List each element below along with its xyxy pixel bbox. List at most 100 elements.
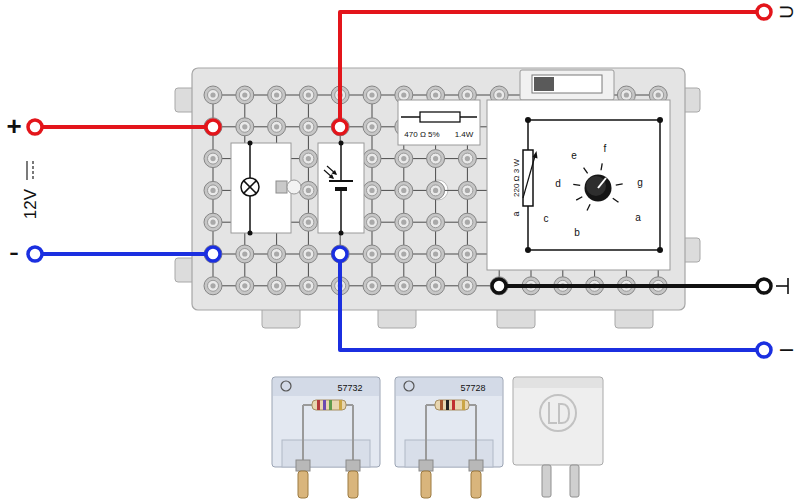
socket-hole [306,92,311,97]
maker-logo [281,381,291,391]
socket [395,213,413,231]
socket [331,245,349,263]
socket-hole [369,283,374,288]
socket [204,181,222,199]
plug-nut [296,460,310,471]
socket-rim [494,90,505,101]
socket-rim [271,249,282,260]
dial-tick [576,197,582,200]
module-body [318,143,364,233]
socket [427,181,445,199]
socket-rim [367,121,378,132]
socket-ring [236,245,254,263]
color-band [462,400,465,410]
socket [236,277,254,295]
socket [299,277,317,295]
module-label: 57728 [460,384,485,393]
socket-hole [306,283,311,288]
pot-label: a [635,213,641,223]
lamp-symbol [241,178,259,196]
socket-rim [398,153,409,164]
resistor-module: 470 Ω 5%1.4W [398,100,480,145]
socket-ring [395,277,413,295]
color-band [323,400,326,410]
socket-hole [306,251,311,256]
socket [363,86,381,104]
text-anchor: 470 Ω 5% [404,124,439,140]
socket-hole [433,220,438,225]
variable-resistor-arrow [533,151,538,159]
cell-lead [340,191,342,233]
socket-hole [401,283,406,288]
text-anchor: 220 Ω 3 W [506,159,522,197]
socket-hole [624,92,629,97]
socket-rim [303,121,314,132]
module-label: 57732 [337,384,362,393]
connection-dot [657,117,663,123]
socket-rim [303,90,314,101]
color-band [339,400,342,410]
lamp-module [231,141,301,236]
socket-hole [210,188,215,193]
socket-hole [401,156,406,161]
pot-label: a [512,211,521,216]
socket [299,86,317,104]
socket-ring [299,118,317,136]
socket-hole [465,283,470,288]
socket-rim [208,153,219,164]
potentiometer-module [487,100,670,270]
socket [427,245,445,263]
lamp-lead [249,196,251,233]
socket-rim [367,280,378,291]
socket-hole [210,220,215,225]
socket-rim [430,249,441,260]
socket-rim [430,217,441,228]
pot-wire [659,120,661,250]
socket-hole [242,251,247,256]
socket-ring [204,245,222,263]
socket-ring [204,118,222,136]
socket-rim [430,185,441,196]
knob [585,175,612,202]
dial-tick [587,204,590,210]
connection-dot [525,117,531,123]
plug-pin [570,465,579,497]
socket-hole [210,156,215,161]
dial-tick [613,198,619,202]
socket-hole [306,188,311,193]
socket-ring [331,118,349,136]
color-band [329,400,332,410]
socket [268,245,286,263]
socket-rim [271,280,282,291]
plug-in-board [192,68,685,310]
socket [299,118,317,136]
socket-rim [367,153,378,164]
component-band [396,378,502,396]
socket-hole [369,92,374,97]
socket-hole [274,251,279,256]
output-label: I [777,347,796,352]
socket [268,277,286,295]
resistor-plug-component [395,377,503,498]
socket-hole [465,92,470,97]
socket [458,181,476,199]
supply-wire [42,125,206,129]
socket-ring [204,150,222,168]
light-arrow [329,174,335,179]
socket [204,86,222,104]
pot-wire [528,119,660,121]
socket-rim [462,280,473,291]
socket-hole [369,220,374,225]
lamp-symbol [244,181,257,194]
resistor-lead [425,405,427,462]
socket-ring [299,277,317,295]
socket-ring [331,245,349,263]
switch-body [520,70,614,100]
socket-ring [395,150,413,168]
socket-ring [299,213,317,231]
socket-ring [395,245,413,263]
socket-rim [621,90,632,101]
socket-hole [242,92,247,97]
solar-cell-module [318,141,364,236]
